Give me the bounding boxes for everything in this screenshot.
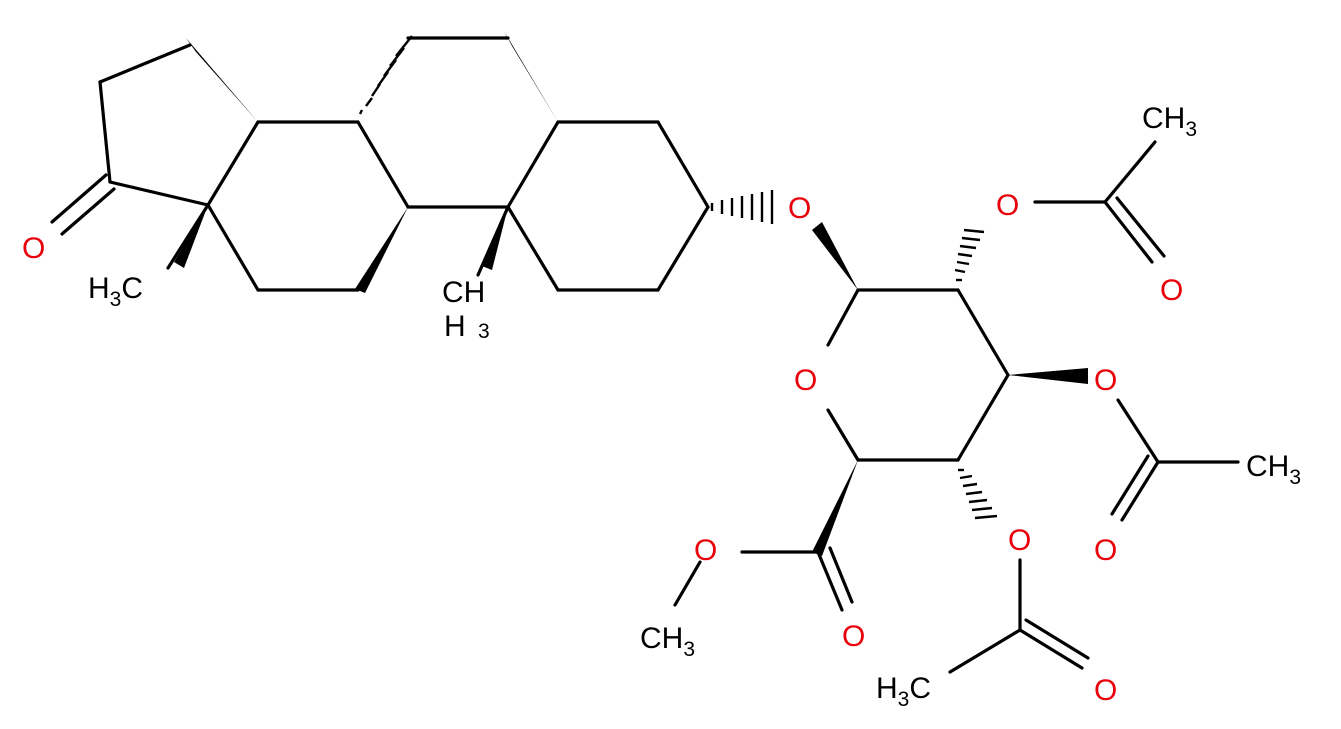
acetyl1-methyl-label: CH3 [1142, 102, 1197, 141]
methoxy-label: CH3 [640, 622, 695, 661]
bond [206, 203, 260, 292]
bond [948, 628, 1022, 674]
bond [656, 205, 710, 292]
bond [816, 550, 844, 612]
bond [1116, 398, 1160, 464]
wedge-bond [812, 222, 858, 290]
wedge-bond [174, 205, 208, 268]
hashed-bonds [358, 35, 998, 520]
bond [673, 560, 702, 607]
acetyl1-carbonyl-oxygen-label: O [1160, 274, 1183, 307]
bond [1024, 618, 1090, 660]
ketone-oxygen-label: O [22, 232, 45, 265]
atom-labels: O H3C CH 3 H O O O O CH3 O O CH3 O O CH3… [22, 102, 1301, 711]
bond [956, 373, 1010, 462]
bond [656, 120, 710, 209]
ester-oxygen-label: O [694, 534, 717, 567]
bond [826, 408, 860, 462]
bond [506, 120, 560, 209]
bond [1103, 200, 1154, 264]
acetyl2-methyl-label: CH3 [1246, 450, 1301, 489]
bond [1115, 196, 1166, 258]
bond [98, 43, 192, 84]
bond [206, 120, 260, 207]
methyl-c10-h: H [444, 310, 466, 343]
bond [166, 203, 210, 270]
wedge-bond [186, 38, 258, 122]
wedge-bond [812, 460, 858, 556]
acetyl3-carbonyl-oxygen-label: O [1094, 674, 1117, 707]
wedge-bond [1008, 368, 1088, 384]
wedge-bond [482, 207, 508, 270]
bond [50, 173, 108, 224]
methyl-c10-label: CH [442, 276, 485, 309]
acetyl2-carbonyl-oxygen-label: O [1094, 534, 1117, 567]
bond [356, 120, 410, 209]
ring-oxygen-label: O [794, 364, 817, 397]
wedge-bonds [174, 31, 1088, 556]
bond [1110, 454, 1150, 516]
ether-oxygen-label: O [788, 192, 811, 225]
methyl-c13-label: H3C [88, 272, 143, 311]
bond [956, 288, 1010, 377]
steroid-skeleton [50, 36, 710, 292]
wedge-bond [504, 31, 558, 122]
bond [506, 205, 560, 292]
sugar-bonds [673, 140, 1240, 674]
bond [60, 187, 116, 236]
bond [98, 80, 112, 184]
bond [1120, 460, 1160, 522]
bond [1103, 140, 1157, 204]
bond [108, 180, 210, 207]
wedge-bond [355, 207, 408, 293]
bond [1018, 628, 1084, 670]
methyl-c10-sub: 3 [478, 320, 490, 343]
acetyl3-oxygen-label: O [1008, 524, 1031, 557]
ester-carbonyl-oxygen-label: O [842, 620, 865, 653]
acetyl3-methyl-label: H3C [876, 672, 931, 711]
bond [826, 288, 860, 347]
bond [828, 546, 854, 604]
acetyl1-oxygen-label: O [996, 189, 1019, 222]
bond [476, 205, 510, 277]
acetyl2-oxygen-label: O [1094, 364, 1117, 397]
